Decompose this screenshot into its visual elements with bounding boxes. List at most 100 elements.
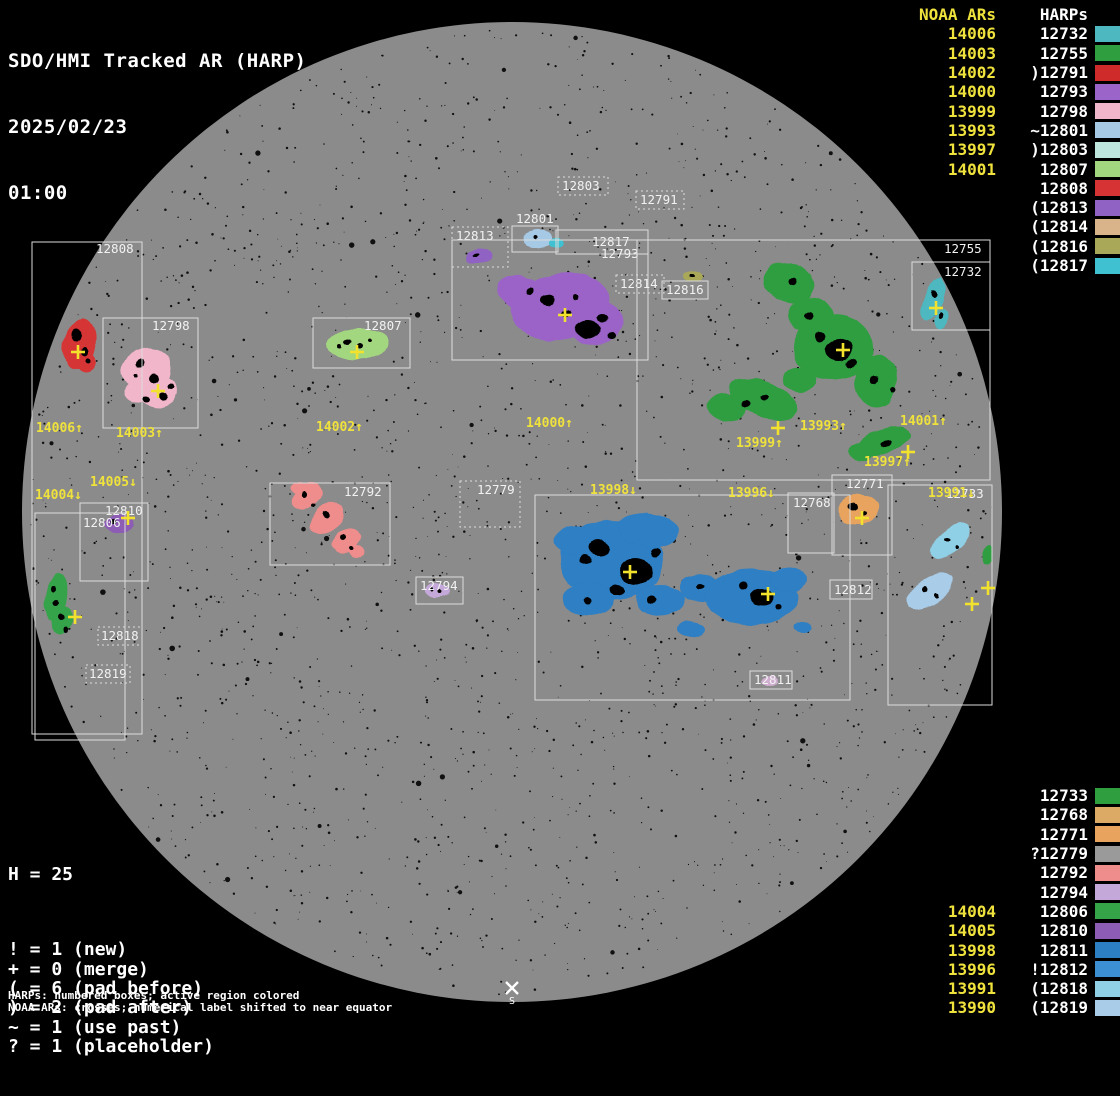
plot-date: 2025/02/23	[8, 116, 128, 138]
harp-box-12798	[102, 317, 199, 429]
legend-row: 13991(12818	[900, 979, 1120, 998]
region-12819	[906, 572, 954, 610]
region-12811	[794, 622, 810, 634]
harp-number: 12792	[1039, 863, 1088, 883]
harp-color-swatch	[1095, 141, 1120, 158]
harp-box-12733	[887, 484, 993, 706]
harp-color-swatch	[1095, 787, 1120, 804]
noaa-ar-label: 14002↑	[316, 420, 363, 435]
harp-box-12792	[269, 482, 391, 566]
harp-box-label: 12733	[946, 486, 984, 501]
harp-color-swatch	[1095, 122, 1120, 139]
legend-header-row: NOAA ARs HARPs	[900, 5, 1120, 24]
harp-box-label: 12807	[364, 318, 402, 333]
noaa-crosses	[68, 301, 995, 624]
harp-box-label: 12811	[754, 672, 792, 687]
footnote-line: NOAA ARs: crosses; numerical label shift…	[8, 1001, 393, 1014]
harp-box-label: 12779	[477, 482, 515, 497]
legend-row: 13998 12811	[900, 940, 1120, 960]
noaa-ar-label: 13996↓	[728, 486, 775, 501]
harp-box-label: 12819	[89, 666, 127, 681]
harp-color-swatch	[1095, 218, 1120, 235]
legend-row: (12814	[900, 217, 1120, 236]
harp-color-swatch	[1095, 257, 1120, 274]
region-12811	[618, 512, 678, 548]
harp-box-12755	[636, 239, 991, 481]
legend-row: 14002)12791	[900, 63, 1120, 82]
harp-number: )12791	[1030, 63, 1088, 83]
stat-line: ( = 6 (pad before)	[8, 978, 204, 1000]
harp-number: 12794	[1039, 882, 1088, 902]
noaa-ar-number: 13991	[947, 979, 996, 999]
legend-row: 13996!12812	[900, 960, 1120, 979]
harp-number: (12813	[1030, 198, 1088, 218]
harp-number: 12732	[1039, 24, 1088, 44]
harp-box-12807	[312, 317, 411, 369]
region-12811-fleck	[761, 676, 779, 686]
noaa-ar-number: 13998	[947, 940, 996, 960]
noaa-ar-number: 13996	[947, 959, 996, 979]
noaa-ar-number: 14000	[947, 82, 996, 102]
harp-box-12808	[31, 241, 143, 735]
noaa-ar-number: 14003	[947, 43, 996, 63]
harp-box-12810	[79, 502, 149, 582]
harp-color-swatch	[1095, 864, 1120, 881]
harp-box-12768	[787, 492, 835, 554]
region-12813	[465, 248, 491, 266]
stat-line: ? = 1 (placeholder)	[8, 1035, 214, 1057]
harp-box-12791	[635, 190, 685, 210]
noaa-ar-label: 14003↑	[116, 426, 163, 441]
region-12755	[849, 443, 873, 461]
legend-row: 13990(12819	[900, 998, 1120, 1017]
stat-line: + = 0 (merge)	[8, 958, 149, 980]
legend-row: 14000 12793	[900, 82, 1120, 101]
harp-number: 12733	[1039, 786, 1088, 806]
region-12801	[522, 229, 552, 249]
legend-row: ?12779	[900, 844, 1120, 863]
harp-color-swatch	[1095, 199, 1120, 216]
south-pole-label: S	[509, 996, 515, 1007]
harp-color-swatch	[1095, 999, 1120, 1016]
harp-number: 12793	[1039, 82, 1088, 102]
harp-box-12816	[661, 280, 709, 300]
harp-box-label: 12817	[592, 234, 630, 249]
harp-box-label: 12755	[944, 241, 982, 256]
harp-count: H = 25	[8, 863, 74, 885]
region-12816	[684, 269, 702, 283]
footnote-line: HARPs: numbered boxes; active region col…	[8, 989, 300, 1002]
harp-box-label: 12812	[834, 582, 872, 597]
harp-box-label: 12791	[640, 192, 678, 207]
harp-box-label: 12801	[516, 211, 554, 226]
region-12732	[934, 308, 948, 328]
harp-number: )12803	[1030, 140, 1088, 160]
noaa-ar-number: 14005	[947, 921, 996, 941]
harp-box-12818	[97, 626, 143, 646]
noaa-ar-number: 13993	[947, 120, 996, 140]
stat-line: ~ = 1 (use past)	[8, 1016, 182, 1038]
plot-title: SDO/HMI Tracked AR (HARP)	[8, 50, 307, 72]
harp-box-12819	[85, 664, 131, 684]
photosphere-speckles	[30, 29, 993, 996]
harp-color-swatch	[1095, 903, 1120, 920]
harp-color-swatch	[1095, 83, 1120, 100]
harp-number: (12816	[1030, 236, 1088, 256]
harp-box-label: 12810	[105, 503, 143, 518]
legend-row: 13993~12801	[900, 121, 1120, 140]
harp-number: 12798	[1039, 101, 1088, 121]
harp-color-swatch	[1095, 922, 1120, 939]
region-12811	[676, 621, 704, 637]
noaa-ar-label: 13999↑	[736, 436, 783, 451]
region-12755	[707, 394, 747, 422]
harp-box-12814	[615, 274, 665, 294]
harp-number: ?12779	[1030, 844, 1088, 864]
harp-box-label: 12768	[793, 495, 831, 510]
harp-color-swatch	[1095, 961, 1120, 978]
harp-box-label: 12771	[846, 476, 884, 491]
region-12798	[124, 381, 150, 403]
harp-number: 12811	[1039, 940, 1088, 960]
